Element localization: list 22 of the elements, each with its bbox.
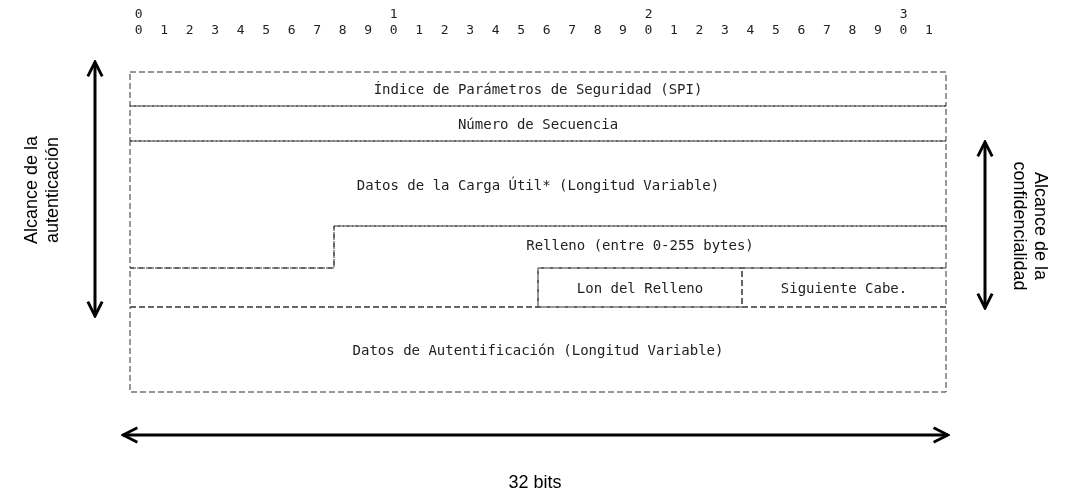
width-label: 32 bits [508,472,562,493]
packet-field [130,141,946,268]
packet-field [130,72,946,106]
scope-label: Alcance de la confidencialidad [1009,160,1051,293]
field-label: Datos de la Carga Útil* (Longitud Variable) [356,177,720,193]
packet-field [130,106,946,141]
bit-number: 2 [644,6,653,21]
bit-number: 0 [134,6,143,21]
bit-number: 3 [899,6,908,21]
field-label: Número de Secuencia [457,116,619,132]
packet-field [130,307,946,392]
field-label: Relleno (entre 0-255 bytes) [526,237,754,253]
field-label: Siguiente Cabe. [780,280,908,296]
bit-position-row: 0 1 2 3 4 5 6 7 8 9 0 1 2 3 4 5 6 7 8 9 0 1 2 3 4 5 6 7 8 9 0 1 [134,22,938,37]
field-label: Lon del Relleno [576,280,704,296]
packet-field [742,268,946,307]
field-label: Datos de Autentificación (Longitud Variable) [352,342,724,358]
field-label: Índice de Parámetros de Seguridad (SPI) [373,81,703,97]
bit-number: 1 [389,6,398,21]
packet-field [538,268,742,307]
scope-label: Alcance de la autenticación [21,134,63,247]
packet-field [130,226,946,307]
